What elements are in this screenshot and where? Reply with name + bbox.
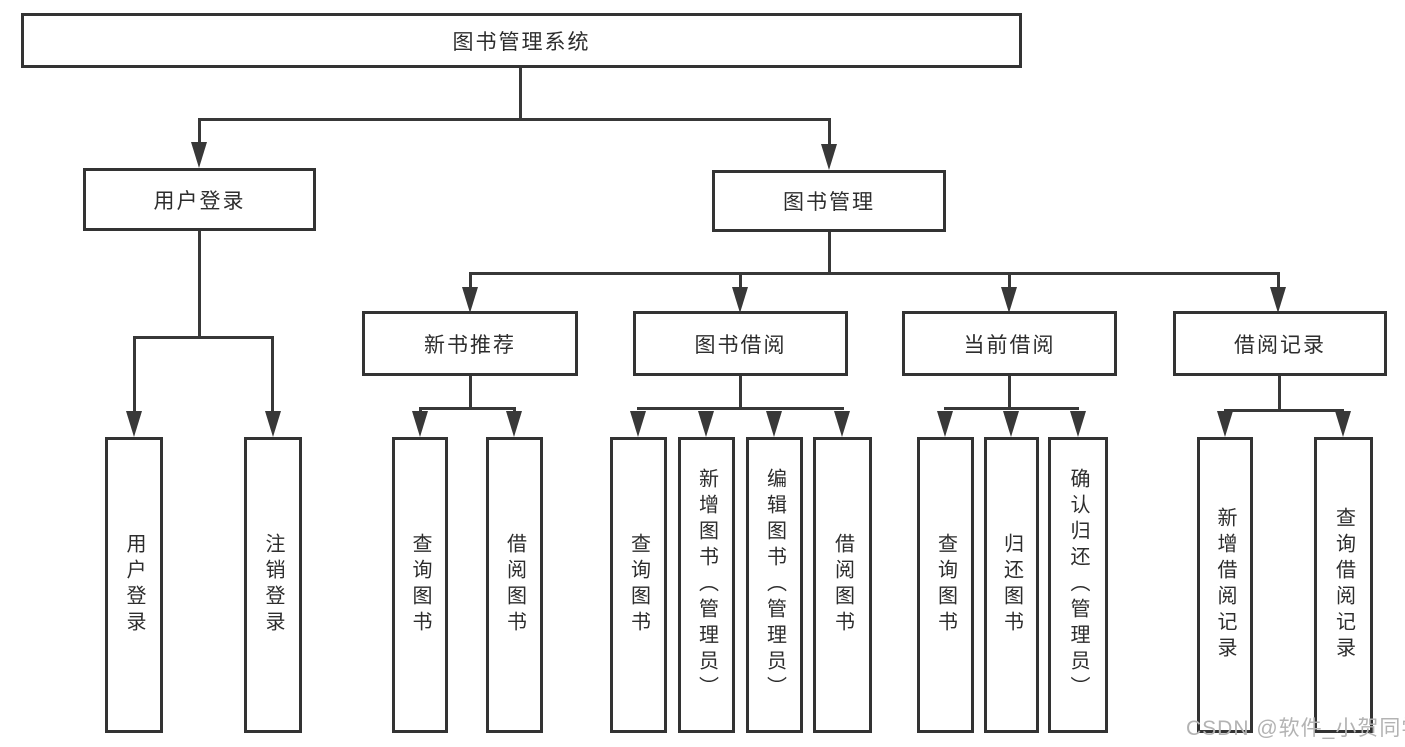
arrowhead-current: [1001, 287, 1017, 313]
arrowhead-leaf-borrow-books: [834, 411, 850, 437]
connector-to-leaf-login: [133, 336, 136, 416]
leaf-label: 借阅图书: [503, 533, 526, 637]
arrowhead-leaf-add-books: [698, 411, 714, 437]
node-leaf-query-books-current: 查询图书: [917, 437, 974, 733]
arrowhead-book-mgmt: [821, 144, 837, 170]
leaf-label: 编辑图书（管理员）: [763, 468, 786, 702]
leaf-label: 查询图书: [934, 533, 957, 637]
connector-to-book-mgmt: [828, 118, 831, 146]
arrowhead-leaf-query-current: [937, 411, 953, 437]
leaf-label: 确认归还（管理员）: [1067, 468, 1089, 702]
connector-to-leaf-logout: [271, 336, 274, 416]
arrowhead-leaf-query-record: [1335, 411, 1351, 437]
arrowhead-leaf-add-record: [1217, 411, 1233, 437]
node-leaf-logout: 注销登录: [244, 437, 302, 733]
leaf-label: 借阅图书: [831, 533, 854, 637]
arrowhead-leaf-return-books: [1003, 411, 1019, 437]
arrowhead-records: [1270, 287, 1286, 313]
node-book-borrowing: 图书借阅: [633, 311, 848, 376]
connector-borrow-branch: [637, 407, 844, 410]
node-user-login: 用户登录: [83, 168, 316, 231]
connector-current-branch: [944, 407, 1079, 410]
leaf-label: 注销登录: [262, 533, 284, 637]
node-leaf-user-login: 用户登录: [105, 437, 163, 733]
leaf-label: 用户登录: [123, 533, 145, 637]
csdn-watermark: CSDN @软件_小贺同学: [1186, 717, 1405, 740]
connector-current-drop: [1008, 376, 1011, 407]
arrowhead-rec: [462, 287, 478, 313]
connector-level3-branch: [470, 272, 1280, 275]
node-leaf-borrow-books-rec: 借阅图书: [486, 437, 543, 733]
node-leaf-borrow-books: 借阅图书: [813, 437, 872, 733]
node-leaf-query-borrow-record: 查询借阅记录: [1314, 437, 1373, 733]
connector-mgmt-drop: [828, 232, 831, 272]
connector-borrow-drop: [739, 376, 742, 407]
node-leaf-edit-books-admin: 编辑图书（管理员）: [746, 437, 803, 733]
arrowhead-leaf-logout: [265, 411, 281, 437]
leaf-label: 查询图书: [409, 533, 431, 637]
connector-rec-branch: [419, 407, 516, 410]
connector-root-drop: [519, 68, 522, 118]
node-library-management-system: 图书管理系统: [21, 13, 1022, 68]
node-leaf-query-books-rec: 查询图书: [392, 437, 448, 733]
node-leaf-add-borrow-record: 新增借阅记录: [1197, 437, 1253, 733]
arrowhead-leaf-query-borrow: [630, 411, 646, 437]
connector-login-drop: [198, 231, 201, 336]
connector-to-rec: [469, 272, 472, 288]
node-borrowing-records: 借阅记录: [1173, 311, 1387, 376]
connector-level2-branch: [198, 118, 831, 121]
arrowhead-leaf-borrow-rec: [506, 411, 522, 437]
node-current-borrowing: 当前借阅: [902, 311, 1117, 376]
connector-login-branch: [133, 336, 274, 339]
node-leaf-query-books-borrow: 查询图书: [610, 437, 667, 733]
arrowhead-leaf-login: [126, 411, 142, 437]
node-new-book-recommendation: 新书推荐: [362, 311, 578, 376]
arrowhead-leaf-query-rec: [412, 411, 428, 437]
arrowhead-user-login: [191, 142, 207, 168]
node-leaf-add-books-admin: 新增图书（管理员）: [678, 437, 735, 733]
arrowhead-leaf-edit-books: [766, 411, 782, 437]
connector-to-current: [1008, 272, 1011, 288]
leaf-label: 归还图书: [1000, 533, 1023, 637]
node-leaf-confirm-return-admin: 确认归还（管理员）: [1048, 437, 1108, 733]
arrowhead-leaf-confirm-return: [1070, 411, 1086, 437]
leaf-label: 查询图书: [627, 533, 650, 637]
leaf-label: 查询借阅记录: [1332, 507, 1355, 663]
connector-records-drop: [1278, 376, 1281, 409]
connector-to-borrow: [739, 272, 742, 288]
node-book-management: 图书管理: [712, 170, 946, 232]
connector-to-user-login: [198, 118, 201, 148]
connector-records-branch: [1224, 409, 1344, 412]
connector-rec-drop: [469, 376, 472, 407]
leaf-label: 新增图书（管理员）: [695, 468, 718, 702]
node-leaf-return-books: 归还图书: [984, 437, 1039, 733]
leaf-label: 新增借阅记录: [1214, 507, 1236, 663]
connector-to-records: [1277, 272, 1280, 288]
arrowhead-borrow: [732, 287, 748, 313]
